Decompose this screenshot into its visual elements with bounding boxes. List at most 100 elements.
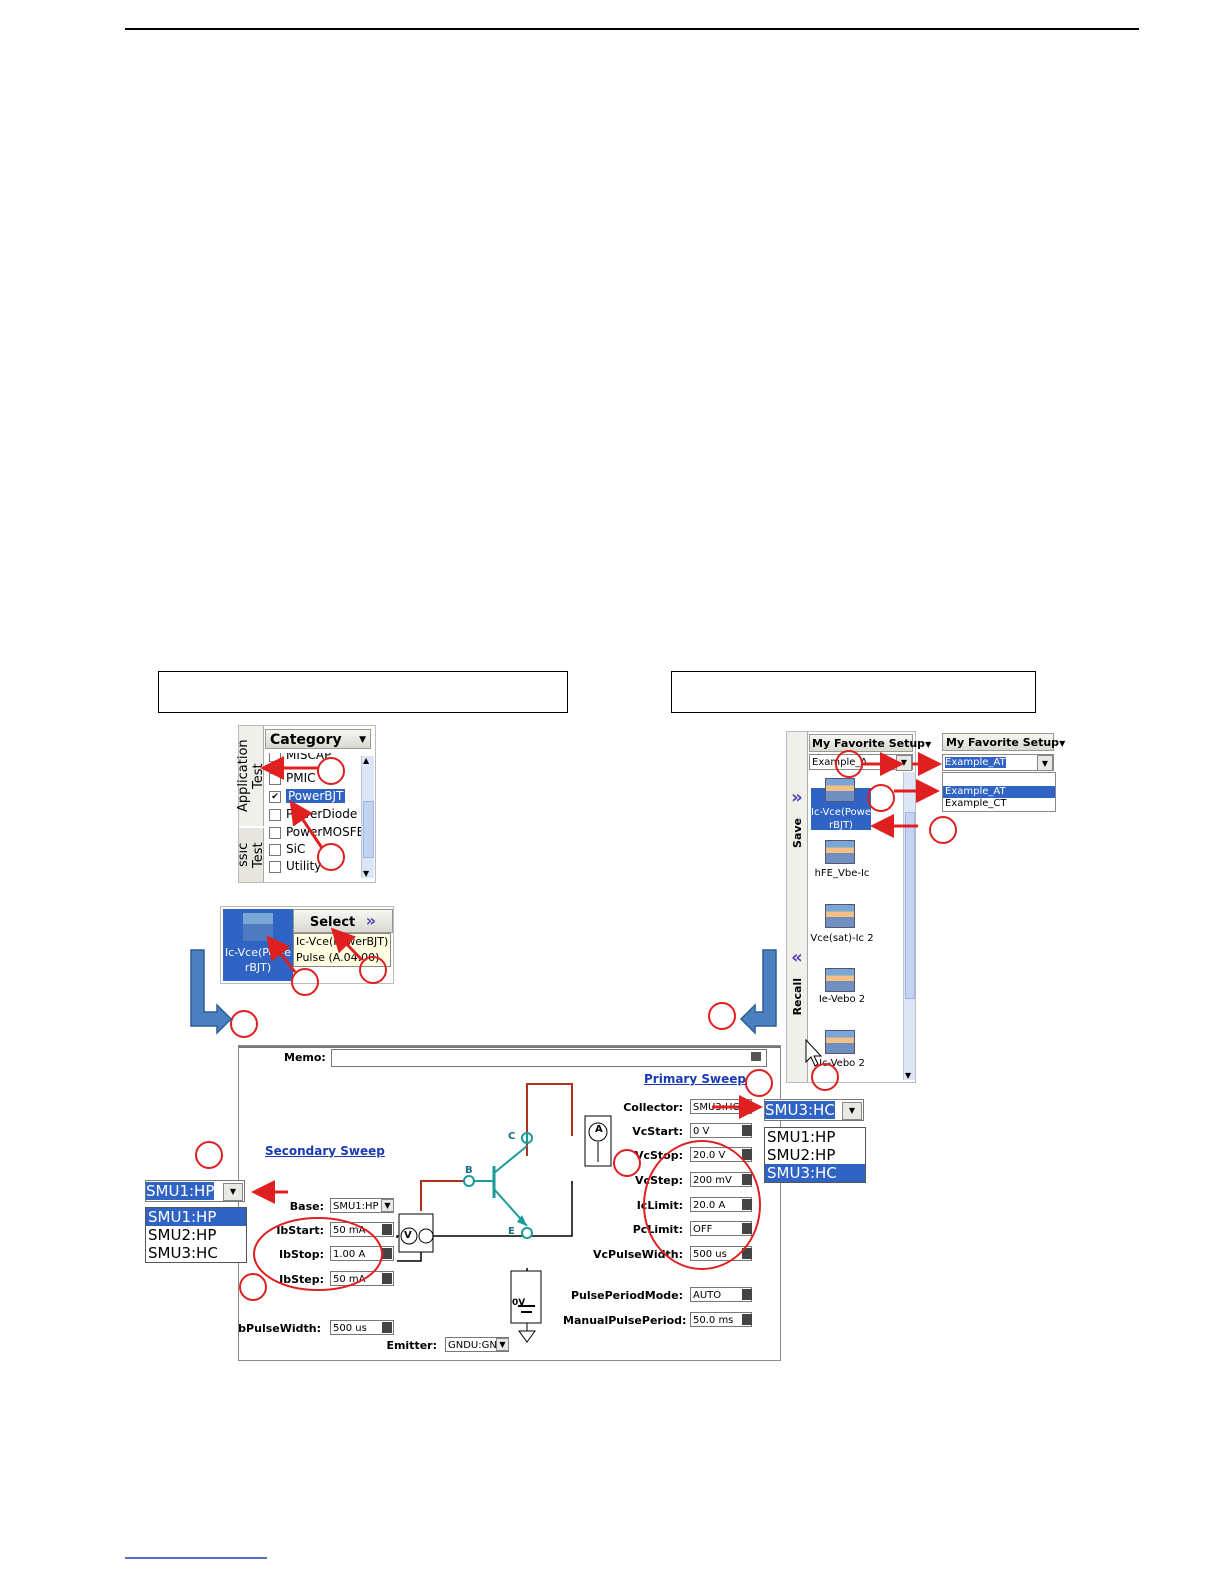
popup-option[interactable]: SMU1:HP xyxy=(767,1128,836,1146)
left-caption-box xyxy=(158,671,568,713)
ibpulsewidth-input[interactable]: 500 us xyxy=(330,1320,394,1335)
ibstart-label: IbStart: xyxy=(276,1224,324,1237)
popup-option[interactable]: SMU3:HC xyxy=(148,1244,218,1262)
popup-option[interactable]: SMU2:HP xyxy=(767,1146,836,1164)
chevron-down-icon[interactable]: ▼ xyxy=(1037,755,1053,771)
chevron-down-icon[interactable]: ▼ xyxy=(223,1183,243,1201)
double-chevron-left-icon: « xyxy=(791,947,803,968)
popup-combo[interactable]: Example_AT ▼ xyxy=(942,754,1054,771)
ibstop-input[interactable]: 1.00 A xyxy=(330,1246,394,1261)
favorite-header[interactable]: My Favorite Setup▼ xyxy=(809,734,931,752)
ibpulsewidth-label: IbPulseWidth: xyxy=(238,1322,321,1335)
base-popup-combo[interactable]: SMU1:HP ▼ xyxy=(145,1180,245,1202)
ibstep-label: IbStep: xyxy=(279,1273,324,1286)
checkbox[interactable] xyxy=(269,826,281,839)
setup-panel: Memo: Primary Sweep Secondary Sweep C B … xyxy=(238,1045,781,1361)
vcpulsewidth-label: VcPulseWidth: xyxy=(593,1248,683,1261)
scroll-down-icon[interactable]: ▼ xyxy=(363,869,370,878)
ibstart-input[interactable]: 50 mA xyxy=(330,1222,394,1237)
checkbox[interactable] xyxy=(269,808,281,821)
panel-top-edge xyxy=(239,1046,780,1048)
base-label: Base: xyxy=(289,1200,324,1213)
chevron-down-icon: ▼ xyxy=(925,740,932,749)
popup-header[interactable]: My Favorite Setup▼ xyxy=(942,733,1065,751)
scroll-down-icon[interactable]: ▼ xyxy=(905,1071,912,1080)
popup-option-selected[interactable]: SMU1:HP xyxy=(146,1208,246,1226)
popup-option[interactable]: SMU2:HP xyxy=(148,1226,217,1244)
calculator-icon[interactable] xyxy=(742,1174,752,1185)
calculator-icon[interactable] xyxy=(382,1224,392,1235)
pulseperiodmode-label: PulsePeriodMode: xyxy=(570,1289,683,1302)
chevron-down-icon[interactable]: ▼ xyxy=(842,1102,862,1120)
node-e-label: E xyxy=(508,1226,515,1237)
scroll-up-icon[interactable]: ▲ xyxy=(363,756,370,765)
list-item[interactable]: Utility xyxy=(269,858,321,875)
scroll-thumb[interactable] xyxy=(363,801,374,858)
memo-label: Memo: xyxy=(284,1051,326,1064)
favorite-item-label: Ic-Vce(PowerBJT) xyxy=(811,807,871,831)
pclimit-label: PcLimit: xyxy=(632,1223,683,1236)
favorite-item-label[interactable]: Ic-Vebo 2 xyxy=(819,1058,865,1069)
setup-icon xyxy=(825,1030,855,1054)
calculator-icon[interactable] xyxy=(742,1149,752,1160)
secondary-sweep-link[interactable]: Secondary Sweep xyxy=(265,1144,385,1158)
popup-option-selected[interactable]: SMU3:HC xyxy=(765,1164,865,1182)
keyboard-icon[interactable] xyxy=(751,1052,761,1061)
calculator-icon[interactable] xyxy=(742,1289,752,1300)
checkbox-checked[interactable]: ✔ xyxy=(269,790,281,803)
list-item[interactable]: PowerMOSFE xyxy=(269,824,361,841)
list-item[interactable]: SiC xyxy=(269,841,305,858)
primary-sweep-link[interactable]: Primary Sweep xyxy=(644,1072,746,1086)
tab-classic-test[interactable]: ssic Test xyxy=(239,828,264,882)
base-popup: SMU1:HP ▼ SMU1:HP SMU2:HP SMU3:HC xyxy=(145,1180,247,1264)
calculator-icon[interactable] xyxy=(742,1223,752,1234)
favorite-popup: My Favorite Setup▼ Example_AT ▼ Example_… xyxy=(942,731,1065,812)
calculator-icon[interactable] xyxy=(742,1314,752,1325)
circuit-diagram xyxy=(396,1083,612,1343)
popup-options: Example_AT Example_CT xyxy=(942,772,1056,812)
calculator-icon[interactable] xyxy=(742,1199,752,1210)
favorite-item-label[interactable]: hFE_Vbe-Ic xyxy=(814,868,870,879)
emitter-label: Emitter: xyxy=(386,1339,437,1352)
calculator-icon[interactable] xyxy=(742,1125,752,1136)
category-panel: Application Test ssic Test Category ▼ MI… xyxy=(236,725,376,883)
chevron-down-icon[interactable]: ▼ xyxy=(496,1338,509,1351)
popup-option-selected[interactable]: Example_AT xyxy=(943,786,1055,798)
collector-popup: SMU3:HC ▼ SMU1:HP SMU2:HP SMU3:HC xyxy=(764,1099,866,1183)
calculator-icon[interactable] xyxy=(742,1248,752,1259)
collector-popup-combo[interactable]: SMU3:HC ▼ xyxy=(764,1099,864,1121)
iclimit-label: IcLimit: xyxy=(636,1199,683,1212)
calculator-icon[interactable] xyxy=(382,1273,392,1284)
mouse-cursor-icon xyxy=(805,1038,823,1067)
checkbox[interactable] xyxy=(269,843,281,856)
list-item-selected[interactable]: ✔PowerBJT xyxy=(269,788,346,805)
vcstop-label: VcStop: xyxy=(634,1149,683,1162)
calculator-icon[interactable] xyxy=(382,1248,392,1259)
top-rule xyxy=(125,28,1139,30)
emitter-select[interactable]: GNDU:GNE xyxy=(445,1337,509,1352)
voltmeter-icon: V xyxy=(404,1230,412,1241)
ground-label: 0V xyxy=(512,1298,526,1308)
checkbox[interactable] xyxy=(269,860,281,873)
calculator-icon[interactable] xyxy=(382,1322,392,1333)
ibstop-label: IbStop: xyxy=(279,1248,324,1261)
favorite-scrollbar[interactable]: ▼ xyxy=(903,772,915,1080)
memo-input[interactable] xyxy=(331,1049,767,1067)
favorite-item-label[interactable]: Vce(sat)-Ic 2 xyxy=(810,933,874,944)
category-header[interactable]: Category ▼ xyxy=(265,729,371,749)
recall-tab[interactable]: « Recall xyxy=(787,947,807,1047)
right-caption-box xyxy=(671,671,1036,713)
double-chevron-right-icon: » xyxy=(791,787,803,808)
scroll-thumb[interactable] xyxy=(905,812,915,999)
popup-option[interactable]: Example_CT xyxy=(945,798,1007,809)
node-c-label: C xyxy=(508,1131,516,1142)
chevron-down-icon[interactable]: ▼ xyxy=(381,1199,394,1212)
category-scrollbar[interactable]: ▲ ▼ xyxy=(361,756,374,878)
vcstop-input[interactable]: 20.0 V xyxy=(690,1147,752,1162)
select-panel: Ic-Vce(PowerBJT) Select » Ic-Vce(PowerBJ… xyxy=(220,906,394,984)
ibstep-input[interactable]: 50 mA xyxy=(330,1271,394,1286)
save-tab[interactable]: » Save xyxy=(787,787,807,912)
setup-icon xyxy=(825,840,855,864)
favorite-item-label[interactable]: Ie-Vebo 2 xyxy=(818,994,866,1005)
collector-popup-list: SMU1:HP SMU2:HP SMU3:HC xyxy=(764,1127,866,1183)
